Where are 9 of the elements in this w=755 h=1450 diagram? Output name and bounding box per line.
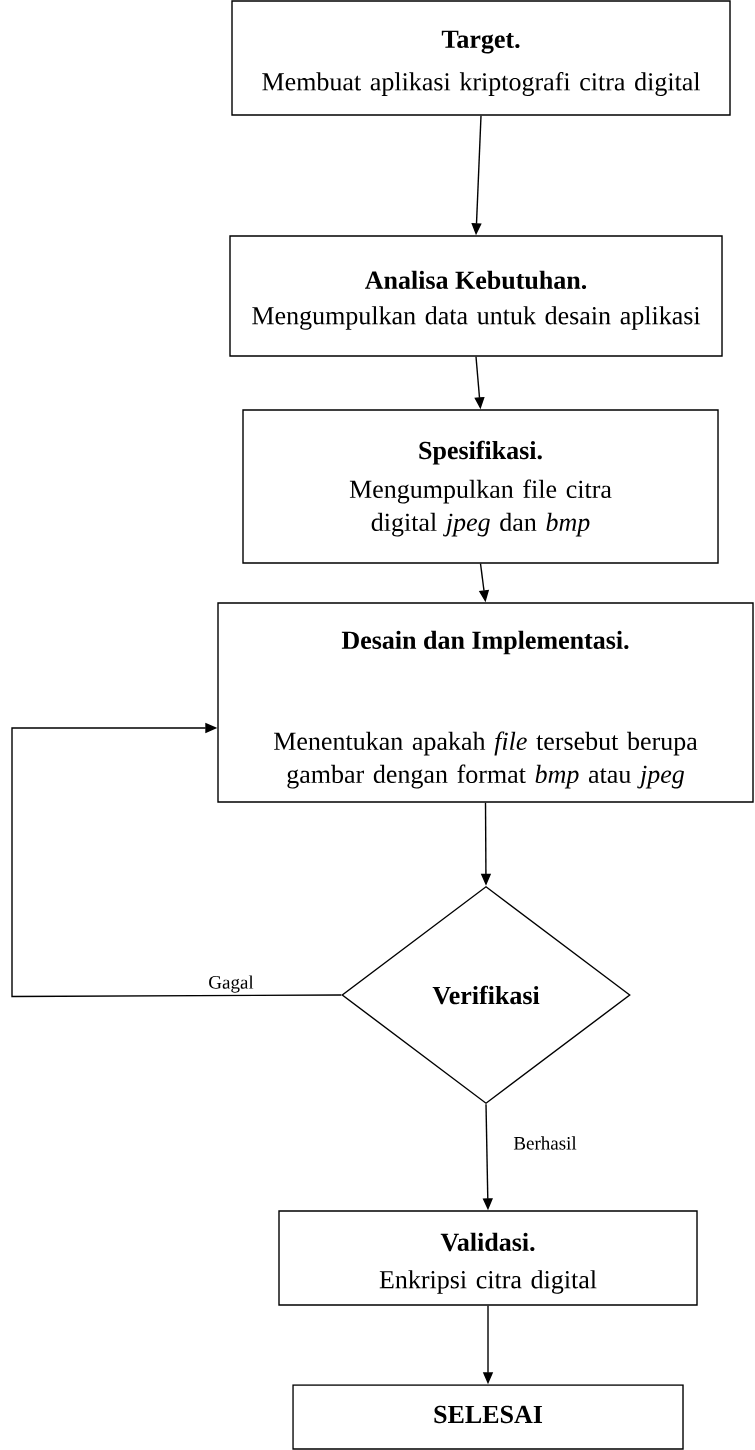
process-box: Spesifikasi. Mengumpulkan file citra digital jpeg dan bmp [242, 409, 719, 564]
process-box: Desain dan Implementasi. Menentukan apakah file tersebut berupa gambar dengan format bmp atau jpeg [217, 602, 754, 803]
process-box: Target. Membuat aplikasi kriptografi citra digital [231, 0, 731, 116]
edge-label: Gagal [207, 974, 255, 994]
process-box: Validasi. Enkripsi citra digital [278, 1210, 698, 1306]
edge-label: Berhasil [512, 1135, 578, 1151]
process-box: SELESAI [292, 1384, 684, 1450]
process-box: Analisa Kebutuhan. Mengumpulkan data untuk desain aplikasi [229, 235, 723, 357]
arrow [11, 722, 342, 998]
